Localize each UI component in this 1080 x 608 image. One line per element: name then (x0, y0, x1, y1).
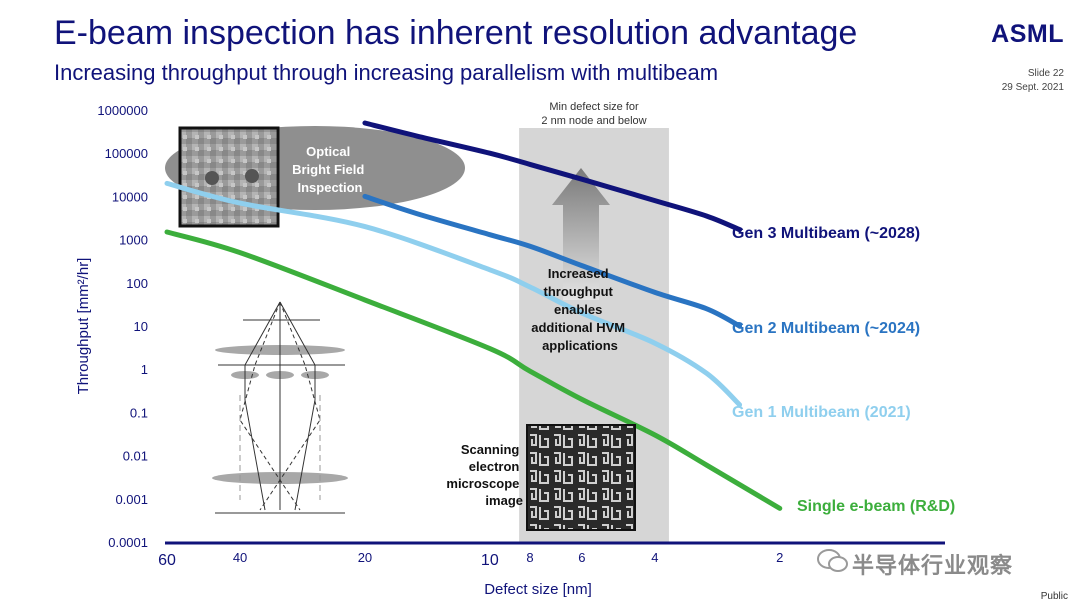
y-tick-label: 0.0001 (108, 535, 148, 550)
y-tick-label: 100 (126, 276, 148, 291)
series-label-single: Single e-beam (R&D) (797, 498, 955, 515)
series-label-gen2: Gen 2 Multibeam (~2024) (732, 320, 920, 337)
series-line-gen1 (164, 180, 743, 408)
x-tick-label: 60 (158, 552, 176, 569)
series-labels: Gen 3 Multibeam (~2028) Gen 2 Multibeam (… (732, 225, 955, 515)
y-axis-label: Throughput [mm²/hr] (75, 258, 92, 395)
slide-number: Slide 22 (1027, 68, 1064, 79)
optical-defect-dot-2 (245, 169, 259, 183)
series-line-gen2 (362, 193, 743, 329)
sem-label: Scanning electron microscope image (446, 442, 523, 508)
series-label-gen3: Gen 3 Multibeam (~2028) (732, 225, 920, 242)
y-tick-label: 0.1 (130, 405, 148, 420)
sem-image-inset (526, 424, 636, 531)
electron-optics-diagram (212, 301, 348, 514)
y-tick-label: 100000 (105, 146, 148, 161)
x-tick-label: 8 (526, 550, 533, 565)
x-tick-label: 6 (578, 550, 585, 565)
y-tick-label: 10000 (112, 189, 148, 204)
x-axis-label: Defect size [nm] (484, 581, 592, 598)
y-tick-label: 1000 (119, 233, 148, 248)
watermark-text: 半导体行业观察 (852, 553, 1014, 578)
optical-label: Optical Bright Field Inspection (292, 144, 368, 195)
y-tick-label: 0.001 (115, 492, 148, 507)
y-tick-label: 10 (134, 319, 148, 334)
series-label-gen1: Gen 1 Multibeam (2021) (732, 404, 911, 421)
min-defect-size-label: Min defect size for (549, 101, 639, 113)
y-tick-labels: 1000000 100000 10000 1000 100 10 1 0.1 0.01 0.001… (97, 103, 148, 550)
series-lines (164, 120, 783, 511)
min-defect-size-label-line2: 2 nm node and below (541, 115, 646, 127)
x-tick-label: 10 (481, 552, 499, 569)
slide-title: E-beam inspection has inherent resolutio… (54, 14, 858, 52)
asml-logo: ASML (991, 20, 1064, 48)
series-line-gen3 (362, 120, 743, 233)
x-tick-label: 40 (233, 550, 247, 565)
wechat-icon (817, 549, 848, 572)
y-tick-label: 0.01 (123, 449, 148, 464)
slide-date: 29 Sept. 2021 (1001, 82, 1064, 93)
classification-label: Public (1040, 591, 1068, 602)
optical-image-inset (178, 126, 280, 228)
optical-defect-dot (205, 171, 219, 185)
series-line-single (164, 229, 783, 511)
x-tick-label: 20 (358, 550, 372, 565)
y-tick-label: 1 (141, 362, 148, 377)
slide-subtitle: Increasing throughput through increasing… (54, 60, 719, 85)
x-tick-labels: 60 40 20 10 8 6 4 2 (158, 550, 783, 569)
throughput-annotation: Increased throughput enables additional … (531, 266, 629, 353)
x-tick-label: 2 (776, 550, 783, 565)
y-tick-label: 1000000 (97, 103, 148, 118)
up-arrow-icon (552, 168, 610, 300)
x-tick-label: 4 (651, 550, 658, 565)
